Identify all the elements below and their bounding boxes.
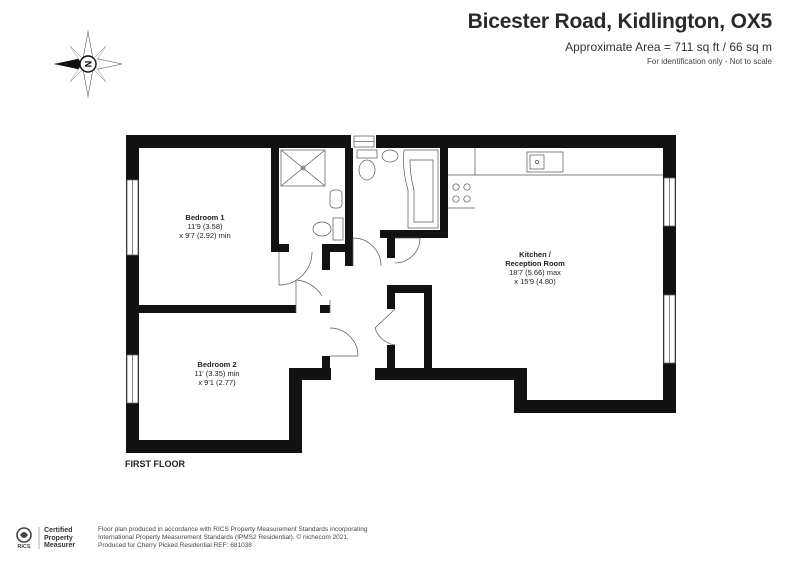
fixtures [280, 148, 663, 241]
identification-note: For identification only - Not to scale [647, 57, 772, 66]
approximate-area: Approximate Area = 711 sq ft / 66 sq m [565, 40, 772, 54]
room-dimension: 11'9 (3.58) [187, 222, 223, 231]
property-title: Bicester Road, Kidlington, OX5 [467, 10, 773, 33]
windows [126, 135, 676, 404]
room-dimension: 11' (3.35) min [194, 369, 240, 378]
doors [278, 237, 421, 357]
room-dimension: 18'7 (5.66) max [509, 268, 561, 277]
room-bedroom-1: Bedroom 1 11'9 (3.58) x 9'7 (2.92) min [160, 213, 250, 240]
rics-logo-icon: RICS [16, 527, 40, 550]
rics-certification: Certified Property Measurer [44, 527, 76, 549]
floor-label: FIRST FLOOR [125, 459, 185, 469]
room-bedroom-2: Bedroom 2 11' (3.35) min x 9'1 (2.77) [172, 360, 262, 387]
room-name: Reception Room [505, 259, 565, 268]
room-dimension: x 9'1 (2.77) [198, 378, 236, 387]
compass-icon: N [54, 30, 123, 98]
walls [126, 135, 676, 453]
room-name: Bedroom 2 [197, 360, 237, 369]
room-name: Bedroom 1 [185, 213, 225, 222]
room-kitchen-reception: Kitchen / Reception Room 18'7 (5.66) max… [490, 250, 580, 286]
room-name: Kitchen / [519, 250, 551, 259]
room-dimension: x 15'9 (4.80) [514, 277, 556, 286]
room-dimension: x 9'7 (2.92) min [179, 231, 231, 240]
compass-letter: N [84, 61, 94, 68]
footer-disclaimer: Floor plan produced in accordance with R… [98, 526, 368, 550]
svg-text:RICS: RICS [17, 544, 30, 550]
